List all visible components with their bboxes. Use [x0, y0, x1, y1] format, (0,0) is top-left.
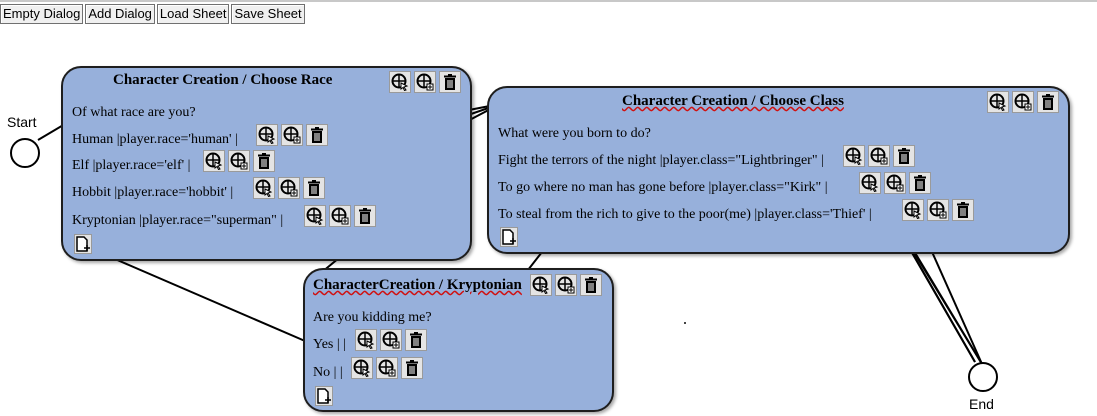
choice-actions	[859, 172, 931, 194]
choice-text: Human |player.race='human' |	[72, 132, 238, 147]
add-link-icon[interactable]	[329, 205, 351, 227]
choice-text: No | |	[313, 365, 343, 380]
add-link-icon[interactable]	[555, 274, 577, 296]
link-icon[interactable]	[355, 329, 377, 351]
start-label: Start	[7, 114, 37, 130]
dialog-actions	[987, 91, 1059, 113]
trash-icon[interactable]	[439, 71, 461, 93]
choice-text: Hobbit |player.race='hobbit' |	[72, 185, 234, 200]
wire-race-yes	[114, 258, 313, 345]
trash-icon[interactable]	[580, 274, 602, 296]
trash-icon[interactable]	[893, 145, 915, 167]
dialog-prompt: Of what race are you?	[72, 105, 196, 120]
dialog-choose-race[interactable]: Character Creation / Choose Race Of what…	[61, 66, 472, 261]
link-icon[interactable]	[351, 357, 373, 379]
link-icon[interactable]	[902, 199, 924, 221]
end-label: End	[969, 396, 994, 412]
trash-icon[interactable]	[952, 199, 974, 221]
link-icon[interactable]	[256, 124, 278, 146]
trash-icon[interactable]	[909, 172, 931, 194]
trash-icon[interactable]	[354, 205, 376, 227]
choice-text: To steal from the rich to give to the po…	[498, 207, 872, 222]
add-link-icon[interactable]	[281, 124, 303, 146]
link-icon[interactable]	[253, 177, 275, 199]
dialog-prompt: Are you kidding me?	[313, 310, 432, 325]
link-icon[interactable]	[389, 71, 411, 93]
trash-icon[interactable]	[303, 177, 325, 199]
dialog-kryptonian[interactable]: CharacterCreation / Kryptonian Are you k…	[303, 268, 614, 412]
trash-icon[interactable]	[253, 150, 275, 172]
toolbar: Empty Dialog Add Dialog Load Sheet Save …	[0, 4, 305, 24]
trash-icon[interactable]	[306, 124, 328, 146]
choice-text: Kryptonian |player.race="superman" |	[72, 213, 284, 228]
load-sheet-button[interactable]: Load Sheet	[156, 4, 230, 24]
choice-actions	[843, 145, 915, 167]
add-link-icon[interactable]	[414, 71, 436, 93]
trash-icon[interactable]	[1037, 91, 1059, 113]
choice-actions	[256, 124, 328, 146]
add-link-icon[interactable]	[884, 172, 906, 194]
dialog-title: Character Creation / Choose Class	[622, 93, 844, 109]
end-node[interactable]	[968, 362, 998, 392]
save-sheet-button[interactable]: Save Sheet	[231, 4, 305, 24]
dialog-title: Character Creation / Choose Race	[113, 72, 333, 88]
trash-icon[interactable]	[401, 357, 423, 379]
add-link-icon[interactable]	[868, 145, 890, 167]
link-icon[interactable]	[843, 145, 865, 167]
link-icon[interactable]	[530, 274, 552, 296]
trash-icon[interactable]	[405, 329, 427, 351]
dialog-prompt: What were you born to do?	[498, 126, 651, 141]
add-link-icon[interactable]	[376, 357, 398, 379]
stray-dot	[684, 322, 686, 324]
add-link-icon[interactable]	[927, 199, 949, 221]
top-border	[0, 0, 1097, 2]
add-link-icon[interactable]	[228, 150, 250, 172]
dialog-choose-class[interactable]: Character Creation / Choose Class What w…	[487, 86, 1070, 254]
link-icon[interactable]	[203, 150, 225, 172]
choice-actions	[304, 205, 376, 227]
link-icon[interactable]	[987, 91, 1009, 113]
link-icon[interactable]	[859, 172, 881, 194]
wire-start-race	[37, 123, 66, 141]
new-choice-icon[interactable]	[315, 386, 333, 406]
dialog-actions	[389, 71, 461, 93]
add-dialog-button[interactable]: Add Dialog	[85, 4, 155, 24]
add-link-icon[interactable]	[380, 329, 402, 351]
dialog-title: CharacterCreation / Kryptonian	[313, 277, 522, 293]
choice-text: To go where no man has gone before |play…	[498, 180, 828, 195]
add-link-icon[interactable]	[1012, 91, 1034, 113]
choice-text: Fight the terrors of the night |player.c…	[498, 153, 824, 168]
choice-actions	[355, 329, 427, 351]
choice-actions	[253, 177, 325, 199]
choice-actions	[203, 150, 275, 172]
dialog-actions	[530, 274, 602, 296]
add-link-icon[interactable]	[278, 177, 300, 199]
new-choice-icon[interactable]	[500, 227, 518, 247]
empty-dialog-button[interactable]: Empty Dialog	[0, 4, 84, 24]
start-node[interactable]	[10, 138, 40, 168]
new-choice-icon[interactable]	[74, 234, 92, 254]
link-icon[interactable]	[304, 205, 326, 227]
choice-text: Elf |player.race='elf' |	[72, 158, 191, 173]
choice-actions	[902, 199, 974, 221]
choice-text: Yes | |	[313, 337, 346, 352]
choice-actions	[351, 357, 423, 379]
